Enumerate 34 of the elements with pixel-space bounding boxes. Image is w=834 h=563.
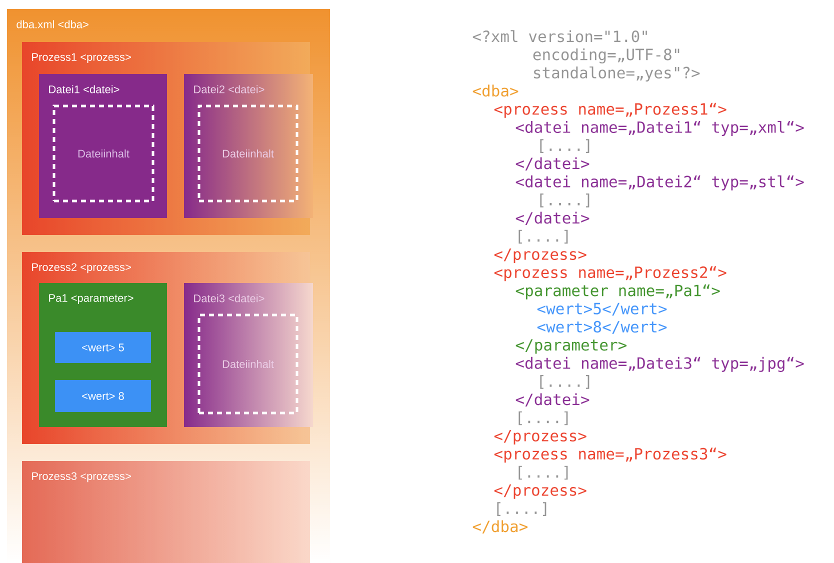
code-line: <wert>8</wert> [537,320,667,334]
value-box: <wert> 8 [55,380,151,412]
value-box: <wert> 5 [55,332,151,363]
code-line: <datei name=„Datei1“ typ=„xml“> [516,120,804,136]
code-line: [....] [540,375,590,389]
code-line: </prozess> [494,430,586,445]
code-line: <wert>5</wert> [537,302,667,316]
code-line: <prozess name=„Prozess2“> [494,266,726,282]
code-line: <?xml version="1.0" [472,30,647,42]
content-box: Dateiinhalt [198,314,298,414]
code-line: standalone=„yes"?> [534,66,700,82]
container-box: Prozess3 <prozess> [22,461,310,563]
content-box: Dateiinhalt [198,104,298,202]
code-line: [....] [518,466,568,480]
code-line: <datei name=„Datei2“ typ=„stl“> [516,175,804,190]
code-line: </datei> [516,393,590,406]
code-line: </dba> [472,520,528,534]
code-line: [....] [540,194,590,208]
code-line: [....] [540,139,590,153]
code-line: encoding=„UTF-8" [533,48,680,64]
code-line: <prozess name=„Prozess3“> [494,448,726,463]
code-line: [....] [518,411,568,426]
code-line: <dba> [472,84,518,97]
code-line: [....] [518,230,568,244]
code-line: <prozess name=„Prozess1“> [494,102,726,118]
code-line: </datei> [516,157,590,170]
code-line: </prozess> [494,484,586,499]
content-box: Dateiinhalt [52,104,154,202]
code-line: [....] [497,502,546,516]
code-line: </parameter> [516,339,626,354]
code-line: <datei name=„Datei3“ typ=„jpg“> [516,356,804,372]
code-line: </datei> [516,212,590,225]
code-line: </prozess> [494,248,586,264]
code-line: <parameter name=„Pa1“> [516,284,720,300]
